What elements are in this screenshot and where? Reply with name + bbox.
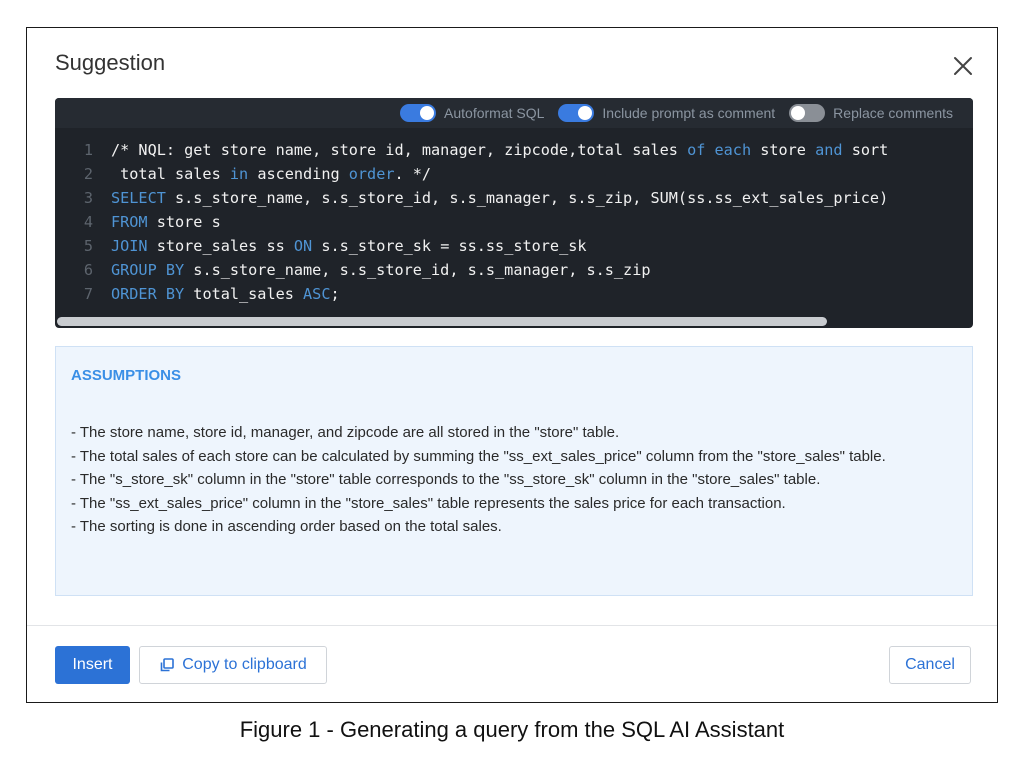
footer-divider [27,625,997,626]
copy-to-clipboard-button[interactable]: Copy to clipboard [139,646,327,684]
dialog-title: Suggestion [55,50,166,75]
code-toolbar: Autoformat SQL Include prompt as comment R… [55,98,973,128]
code-text: total sales in ascending order. */ [111,162,431,186]
toggle-replace-comments[interactable]: Replace comments [789,104,953,122]
code-token: . */ [394,165,432,183]
toggle-autoformat-sql[interactable]: Autoformat SQL [400,104,544,122]
toggle-switch[interactable] [789,104,826,122]
code-text: FROM store s [111,210,221,234]
code-keyword: of [687,141,706,159]
code-keyword: GROUP BY [111,261,185,279]
toggle-label: Include prompt as comment [602,105,776,121]
code-line: 6 GROUP BY s.s_store_name, s.s_store_id, … [55,258,973,282]
code-token: store s [147,213,221,231]
code-keyword: each [714,141,752,159]
toggle-label: Replace comments [833,105,953,121]
code-editor[interactable]: 1 /* NQL: get store name, store id, manag… [55,138,973,306]
code-keyword: ORDER BY [111,285,185,303]
horizontal-scrollbar[interactable] [57,317,827,326]
toggle-knob [578,106,593,120]
code-keyword: SELECT [111,189,166,207]
code-token: s.s_store_name, s.s_store_id, s.s_manage… [165,189,889,207]
code-token: s.s_store_sk = ss.ss_store_sk [312,237,587,255]
code-keyword: order [348,165,395,183]
code-text: JOIN store_sales ss ON s.s_store_sk = ss… [111,234,587,258]
code-line: 3 SELECT s.s_store_name, s.s_store_id, s.… [55,186,973,210]
code-text: GROUP BY s.s_store_name, s.s_store_id, s… [111,258,650,282]
line-number: 3 [83,189,93,207]
cancel-button[interactable]: Cancel [889,646,971,684]
code-token: sort [842,141,889,159]
code-keyword: in [229,165,249,183]
code-text: SELECT s.s_store_name, s.s_store_id, s.s… [111,186,888,210]
code-token: s.s_store_name, s.s_store_id, s.s_manage… [184,261,651,279]
insert-button-label: Insert [72,656,113,673]
assumptions-list: - The store name, store id, manager, and… [71,421,956,539]
code-keyword: JOIN [111,237,148,255]
assumption-item: - The total sales of each store can be c… [71,447,886,465]
code-token [705,141,714,159]
code-line: 7 ORDER BY total_sales ASC; [55,282,973,306]
toggle-knob [791,106,806,120]
line-number: 2 [83,165,93,183]
toggle-include-prompt-as-comment[interactable]: Include prompt as comment [558,104,775,122]
suggestion-dialog: Suggestion Autoformat SQL Include prompt … [26,27,998,703]
code-line: 1 /* NQL: get store name, store id, manag… [55,138,973,162]
code-keyword: ASC [303,285,331,303]
copy-button-label: Copy to clipboard [182,656,307,673]
assumption-item: - The sorting is done in ascending order… [71,518,502,535]
assumptions-panel: ASSUMPTIONS - The store name, store id, … [55,346,973,596]
code-text: ORDER BY total_sales ASC; [111,282,340,306]
code-keyword: FROM [111,213,148,231]
cancel-button-label: Cancel [905,656,955,673]
code-token: total sales [111,165,230,183]
figure-caption: Figure 1 - Generating a query from the S… [239,717,785,742]
code-keyword: ON [293,237,313,255]
assumption-item: - The store name, store id, manager, and… [71,424,620,441]
copy-icon [159,657,175,673]
code-token: /* NQL: get store name, store id, manage… [111,141,688,159]
code-token: ; [330,285,340,303]
line-number: 7 [83,285,93,303]
line-number: 6 [83,261,93,279]
line-number: 1 [83,141,93,159]
code-token: store_sales ss [147,237,294,255]
code-token: ascending [248,165,349,183]
assumptions-heading: ASSUMPTIONS [71,367,182,384]
code-keyword: and [815,141,843,159]
line-number: 4 [83,213,93,231]
code-line: 5 JOIN store_sales ss ON s.s_store_sk = s… [55,234,973,258]
code-token: total_sales [184,285,304,303]
close-icon[interactable] [951,54,975,78]
assumption-item: - The "ss_ext_sales_price" column in the… [71,494,786,512]
code-line: 4 FROM store s [55,210,973,234]
toggle-switch[interactable] [400,104,437,122]
toggle-knob [420,106,435,120]
insert-button[interactable]: Insert [55,646,130,684]
assumption-item: - The "s_store_sk" column in the "store"… [71,471,821,488]
line-number: 5 [83,237,93,255]
code-token: store [751,141,816,159]
toggle-switch[interactable] [558,104,595,122]
code-line: 2 total sales in ascending order. */ [55,162,973,186]
toggle-label: Autoformat SQL [444,105,545,121]
code-text: /* NQL: get store name, store id, manage… [111,138,888,162]
code-panel: Autoformat SQL Include prompt as comment R… [55,98,973,328]
